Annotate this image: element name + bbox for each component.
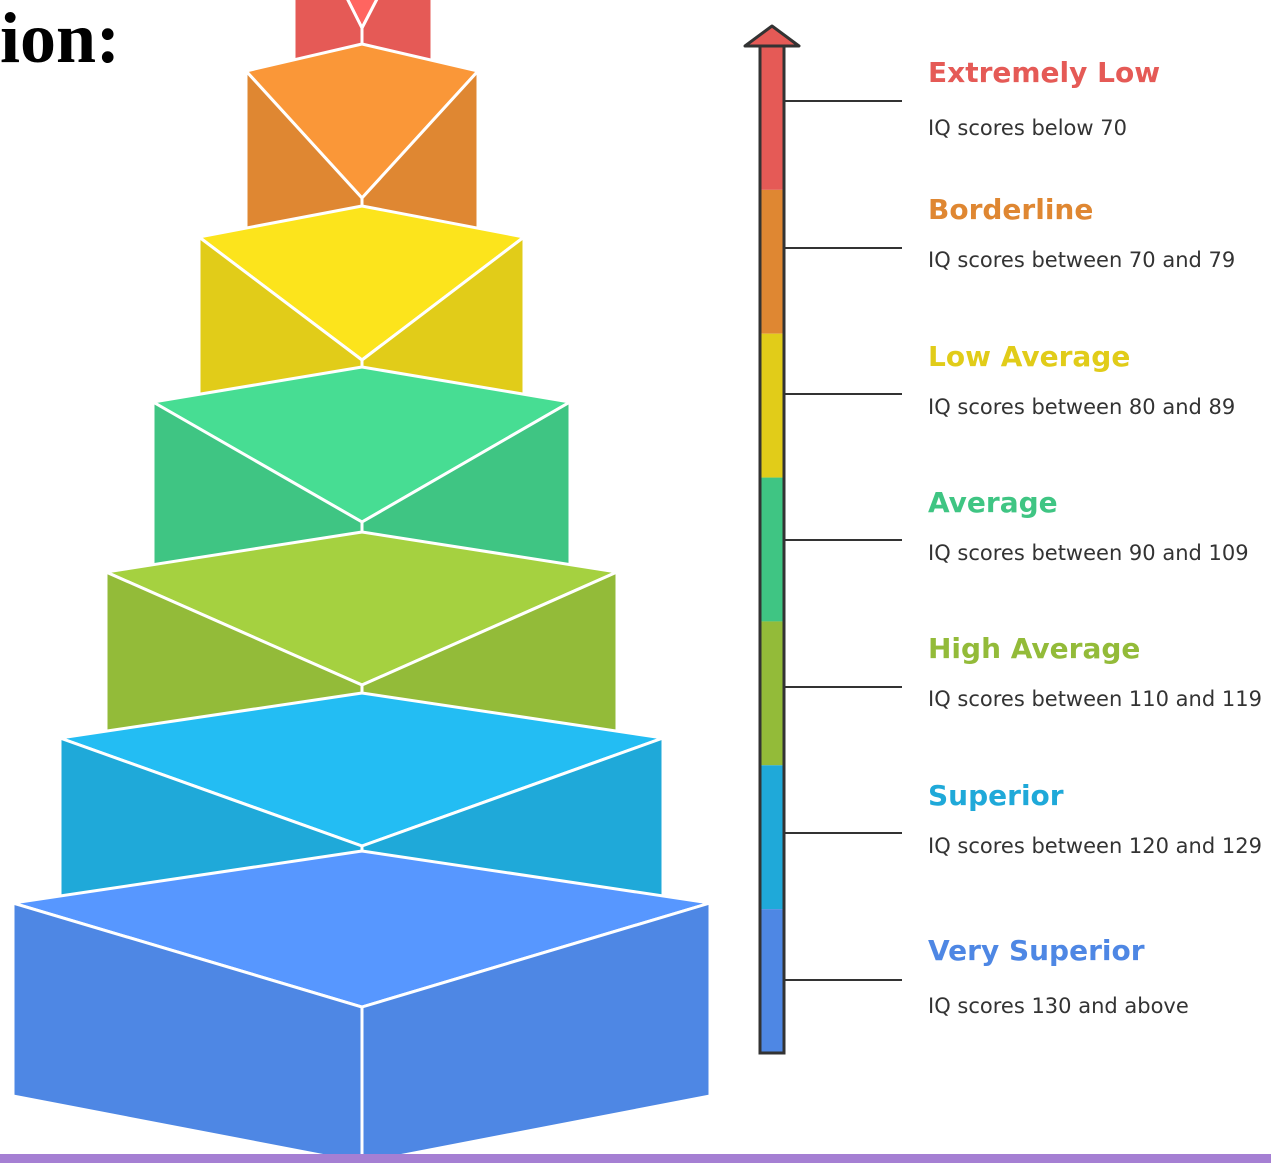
level-description: IQ scores between 120 and 129 [928, 834, 1262, 858]
block-left-face [11, 901, 364, 1163]
level-label: Superior [928, 779, 1064, 812]
scale-segment [760, 477, 784, 622]
level-label: Average [928, 486, 1058, 519]
scale-axis [743, 24, 801, 1055]
level-label: High Average [928, 632, 1141, 665]
level-description: IQ scores between 80 and 89 [928, 395, 1236, 419]
scale-segment [760, 621, 784, 766]
connector-lines [784, 100, 902, 981]
arrow-up-icon [743, 24, 801, 48]
level-description: IQ scores 130 and above [928, 994, 1189, 1018]
level-description: IQ scores below 70 [928, 116, 1127, 140]
scale-segment [760, 909, 784, 1053]
scale-segment [760, 765, 784, 910]
page-title: ion: [0, 0, 121, 78]
level-label: Extremely Low [928, 56, 1161, 89]
level-label: Very Superior [928, 934, 1145, 967]
bottom-accent-bar [0, 1154, 1271, 1163]
pyramid-block [11, 849, 712, 1163]
level-description: IQ scores between 70 and 79 [928, 248, 1236, 272]
level-description: IQ scores between 90 and 109 [928, 541, 1249, 565]
block-right-face [360, 901, 712, 1163]
scale-segment [760, 333, 784, 478]
level-label: Low Average [928, 340, 1131, 373]
level-label: Borderline [928, 193, 1094, 226]
level-description: IQ scores between 110 and 119 [928, 687, 1262, 711]
scale-segment [760, 46, 784, 190]
pyramid-stack [11, 0, 712, 1163]
scale-segment [760, 189, 784, 334]
